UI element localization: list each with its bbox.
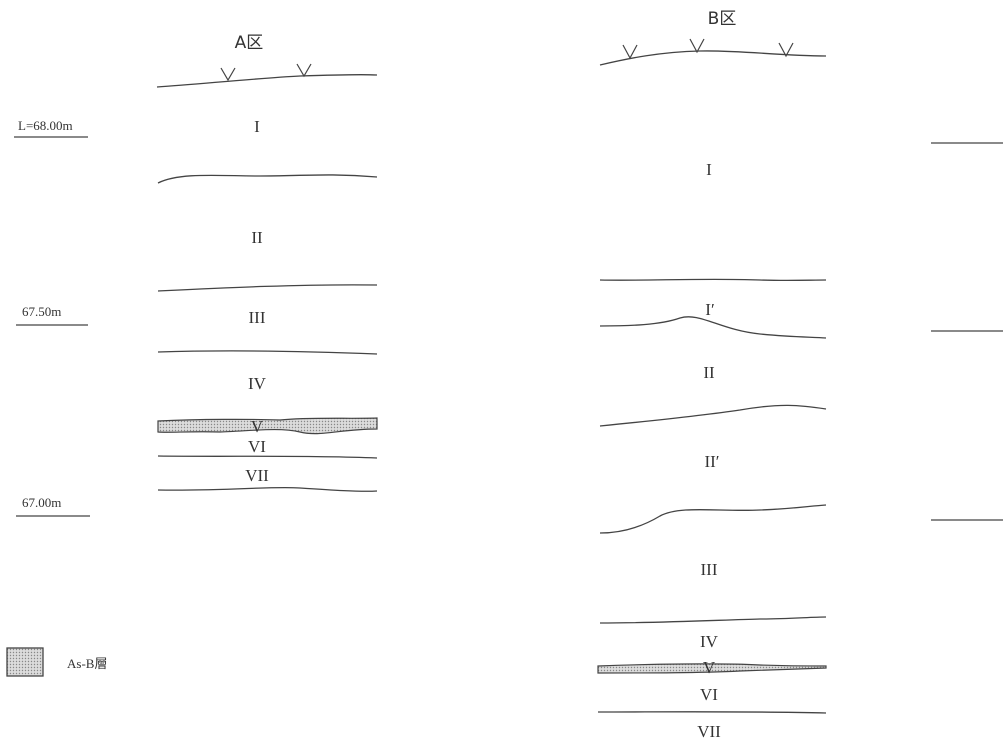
- section-b-as-b-ash-layer: [597, 663, 827, 674]
- section-a-layer-label: VI: [248, 437, 266, 456]
- section-a-title: A区: [235, 33, 264, 53]
- section-b-layer-label: V: [703, 658, 716, 677]
- legend: As-B層: [6, 647, 107, 677]
- section-a-boundary: [157, 174, 378, 184]
- section-b-layer-label: I′: [705, 300, 714, 319]
- section-a: A区 I II III IV V VI VII: [156, 33, 378, 492]
- section-a-as-b-ash-layer: [157, 417, 378, 435]
- section-b-layer-label: II′: [704, 452, 719, 471]
- section-a-layer-label: V: [251, 417, 264, 436]
- section-b-boundary: [599, 316, 827, 339]
- section-a-layer-label: IV: [248, 374, 267, 393]
- section-a-sample-arrow: [220, 67, 236, 82]
- section-a-boundary: [157, 486, 378, 492]
- section-b-layer-label: II: [703, 363, 715, 382]
- section-b-layer-label: VI: [700, 685, 718, 704]
- section-b-layer-label: III: [701, 560, 718, 579]
- elevation-label-67-50m: 67.50m: [22, 304, 61, 319]
- section-a-boundary: [157, 455, 378, 459]
- section-b-boundary: [599, 404, 827, 427]
- section-b-sample-arrow: [778, 42, 794, 58]
- section-b-sample-arrow: [622, 44, 638, 60]
- section-b: B区 I I′ II II′ III IV V VI VII: [597, 9, 827, 741]
- section-b-layer-label: I: [706, 160, 712, 179]
- section-a-layer-label: III: [249, 308, 266, 327]
- section-b-sample-arrow: [689, 38, 705, 54]
- section-a-ground-surface: [156, 73, 378, 88]
- section-b-ground-surface: [599, 50, 827, 66]
- section-a-boundary: [157, 284, 378, 292]
- section-b-layer-label: IV: [700, 632, 719, 651]
- right-elevation-ticks: [931, 142, 1003, 521]
- section-b-boundary: [599, 278, 827, 282]
- section-b-boundary: [597, 711, 827, 714]
- legend-label: As-B層: [67, 656, 107, 671]
- section-a-sample-arrow: [296, 63, 312, 78]
- elevation-label-67m: 67.00m: [22, 495, 61, 510]
- elevation-scale: L=68.00m 67.50m 67.00m: [14, 118, 90, 517]
- section-a-layer-label: II: [251, 228, 263, 247]
- section-a-boundary: [157, 350, 378, 355]
- section-b-layer-label: VII: [697, 722, 721, 741]
- elevation-label-68m: L=68.00m: [18, 118, 73, 133]
- section-a-layer-label: VII: [245, 466, 269, 485]
- section-a-layer-label: I: [254, 117, 260, 136]
- section-b-boundary: [599, 616, 827, 624]
- section-b-title: B区: [708, 9, 737, 29]
- section-b-boundary: [599, 504, 827, 534]
- legend-ash-swatch: [6, 647, 44, 677]
